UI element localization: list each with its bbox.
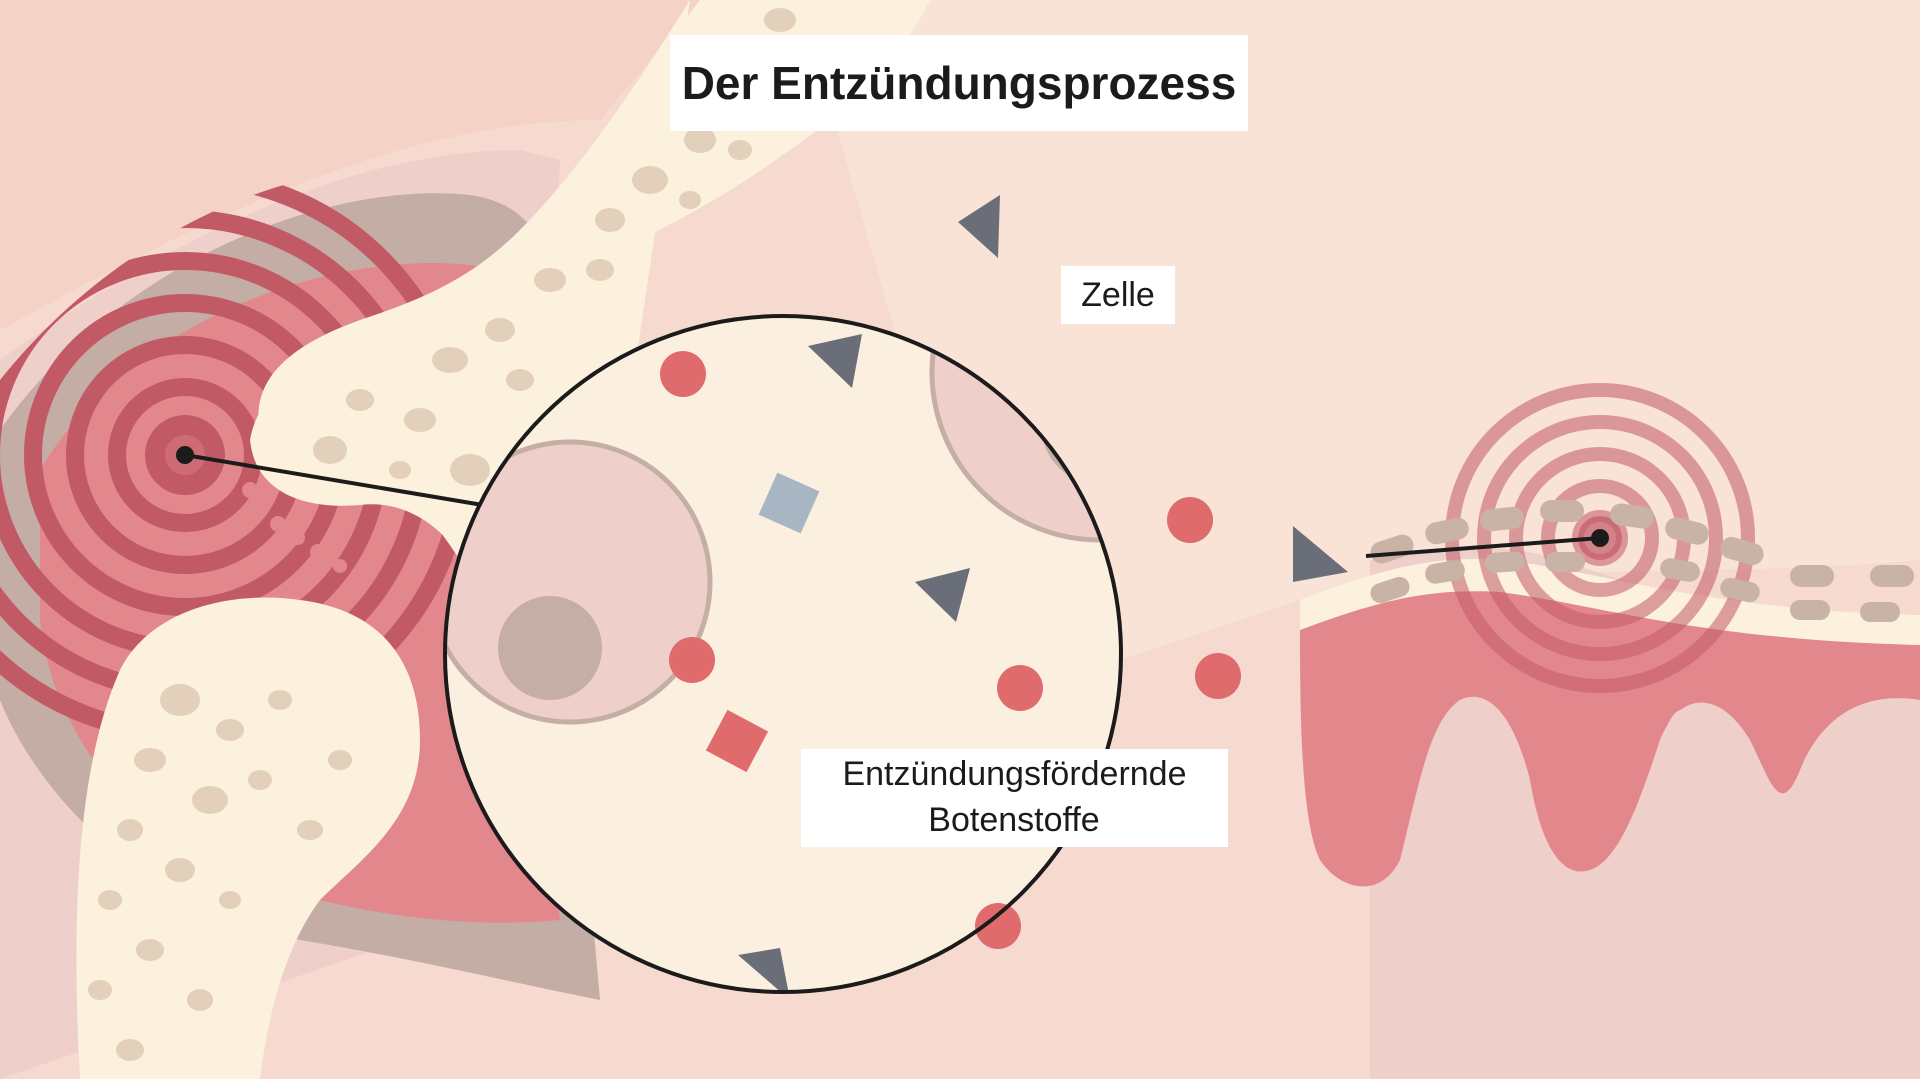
epithelial-dashes xyxy=(1370,500,1914,622)
cell-label: Zelle xyxy=(1061,266,1175,324)
cell-partial-nucleus xyxy=(498,596,602,700)
circle-messenger xyxy=(975,903,1021,949)
lower-bone xyxy=(76,597,421,1079)
messengers-label-line2: Botenstoffe xyxy=(892,797,1136,844)
villi xyxy=(1440,708,1920,1079)
diagram-title: Der Entzündungsprozess xyxy=(670,35,1248,131)
triangle-messenger xyxy=(958,195,1000,258)
triangle-messenger xyxy=(915,568,970,622)
circle-messenger xyxy=(997,665,1043,711)
square-messenger-blue xyxy=(758,472,820,534)
circle-messenger xyxy=(660,351,706,397)
knee-joint xyxy=(0,0,930,1079)
square-messenger-red xyxy=(705,709,769,773)
circle-messenger xyxy=(1195,653,1241,699)
triangle-messenger xyxy=(808,334,862,388)
circle-messenger xyxy=(1167,497,1213,543)
connector-line-right xyxy=(1365,536,1601,558)
mucosa-tissue xyxy=(1300,383,1920,1079)
circle-messenger xyxy=(669,637,715,683)
circle-messengers xyxy=(660,351,1241,949)
triangle-messenger xyxy=(1293,526,1348,582)
triangle-messengers xyxy=(808,195,1348,622)
